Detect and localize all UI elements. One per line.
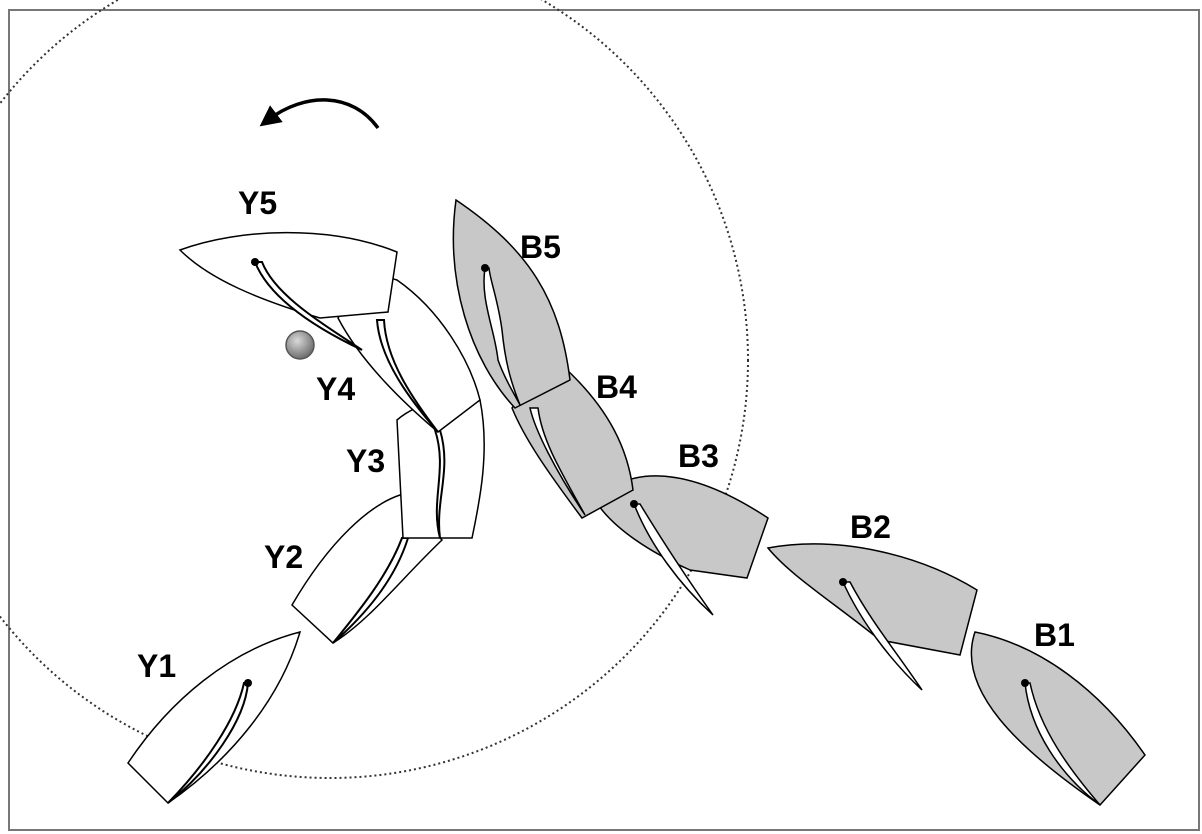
boat-y1	[127, 630, 302, 804]
label-y1: Y1	[137, 648, 176, 684]
boat-b2	[766, 543, 978, 691]
boat-b3	[594, 475, 769, 616]
label-y4: Y4	[316, 371, 355, 407]
label-b3: B3	[678, 438, 719, 474]
label-b4: B4	[596, 369, 637, 405]
label-y5: Y5	[238, 185, 277, 221]
diagram-border	[8, 9, 1200, 831]
mark-buoy-icon	[285, 330, 315, 360]
label-y2: Y2	[264, 539, 303, 575]
zone-circle	[0, 0, 749, 779]
boat-b5	[452, 198, 571, 409]
label-y3: Y3	[346, 443, 385, 479]
label-b2: B2	[850, 509, 891, 545]
label-b5: B5	[520, 229, 561, 265]
boat-b1	[970, 631, 1146, 806]
boat-y5	[178, 231, 398, 351]
curved-arrow-left-icon	[259, 98, 380, 130]
label-b1: B1	[1034, 617, 1075, 653]
